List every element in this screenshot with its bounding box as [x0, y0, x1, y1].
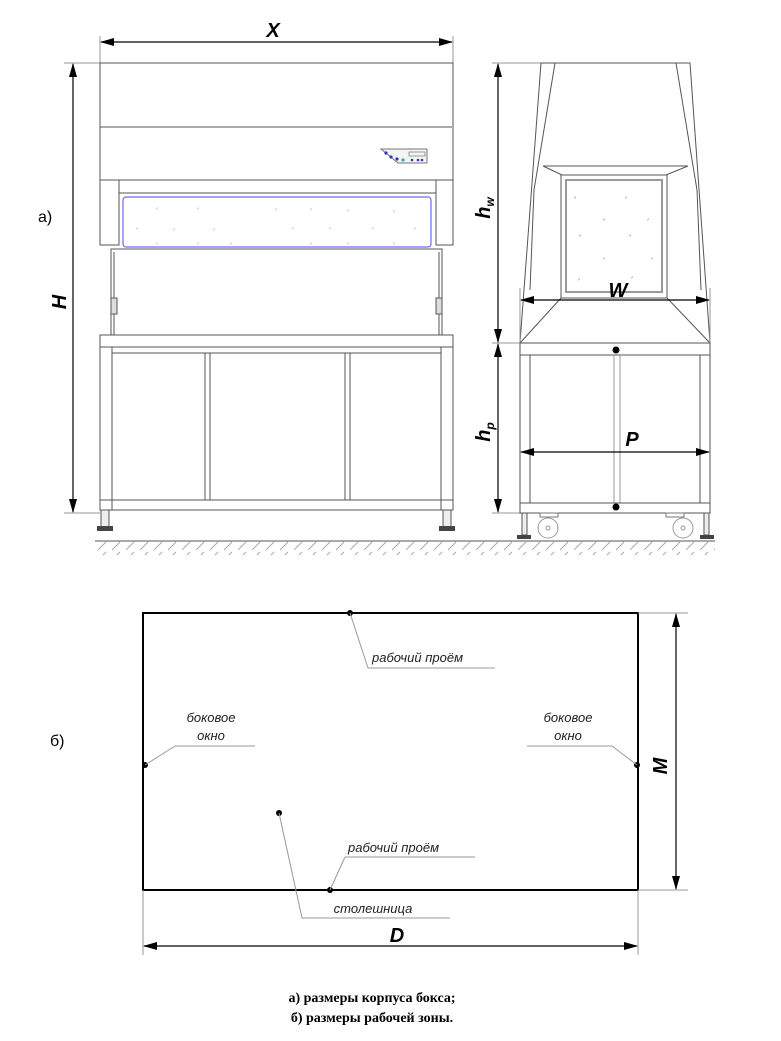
front-sash	[110, 248, 443, 336]
reflection-mark: ⸗	[631, 275, 633, 281]
hw-dimension-label: hw	[473, 197, 497, 219]
note-side-window-left-2: окно	[197, 728, 225, 743]
note-side-window-left-1: боковое	[187, 710, 236, 725]
figure-a-label: а)	[38, 209, 52, 226]
note-side-window-right-2: окно	[554, 728, 582, 743]
caption-line-2: б) размеры рабочей зоны.	[291, 1011, 453, 1026]
note-work-opening-bottom: рабочий проём	[347, 840, 439, 855]
reflection-mark: ⸗	[173, 227, 175, 233]
reflection-mark: ⸗	[578, 277, 580, 283]
reflection-mark: ⸗	[156, 241, 158, 247]
d-dimension-label: D	[390, 925, 404, 947]
reflection-mark: ⸗	[197, 241, 199, 247]
reflection-mark: ⸗	[310, 241, 312, 247]
reflection-mark: ⸗	[213, 227, 215, 233]
bottom-center-dot	[612, 503, 620, 511]
reflection-mark: ⸗	[197, 206, 199, 212]
reflection-mark: ⸗	[292, 226, 294, 232]
front-stand	[97, 346, 455, 531]
reflection-mark: ⸗	[603, 256, 605, 262]
front-glass-window	[122, 196, 432, 248]
right-handle-icon	[435, 297, 443, 315]
reflection-mark: ⸗	[393, 241, 395, 247]
front-worktop	[99, 334, 454, 348]
right-side-post	[435, 179, 454, 246]
glass-reflection-marks: ⸗ ⸗ ⸗ ⸗ ⸗ ⸗ ⸗ ⸗ ⸗ ⸗ ⸗ ⸗ ⸗ ⸗ ⸗ ⸗ ⸗ ⸗ ⸗	[136, 206, 416, 247]
reflection-mark: ⸗	[574, 195, 576, 201]
left-side-post	[99, 179, 120, 246]
h-dimension-label: H	[49, 294, 71, 309]
reflection-mark: ⸗	[647, 217, 649, 223]
left-handle-icon	[110, 297, 118, 315]
caption-line-1: а) размеры корпуса бокса;	[288, 991, 455, 1006]
x-dimension-label: X	[265, 20, 281, 42]
reflection-mark: ⸗	[347, 208, 349, 214]
reflection-mark: ⸗	[603, 217, 605, 223]
hp-main: h	[473, 430, 495, 442]
reflection-mark: ⸗	[651, 256, 653, 262]
reflection-mark: ⸗	[156, 206, 158, 212]
reflection-mark: ⸗	[136, 226, 138, 232]
floor-hatching	[95, 541, 715, 555]
note-worktop: столешница	[334, 901, 413, 916]
hp-dimension-label: hp	[473, 422, 497, 442]
side-glass-window	[565, 179, 663, 293]
reflection-mark: ⸗	[393, 209, 395, 215]
work-zone-plan: б) M D рабочий проём боковое окно боково…	[50, 610, 688, 955]
casters	[517, 512, 714, 539]
reflection-mark: ⸗	[579, 233, 581, 239]
control-panel	[379, 148, 428, 164]
cabinet-top-housing	[99, 62, 454, 181]
reflection-mark: ⸗	[625, 195, 627, 201]
reflection-mark: ⸗	[230, 241, 232, 247]
reflection-mark: ⸗	[275, 207, 277, 213]
reflection-mark: ⸗	[329, 226, 331, 232]
reflection-mark: ⸗	[629, 233, 631, 239]
worktop-center-dot	[612, 346, 620, 354]
note-work-opening-top: рабочий проём	[371, 650, 463, 665]
side-view: hw hp ⸗⸗⸗⸗⸗⸗⸗⸗⸗⸗ W P	[473, 62, 714, 539]
reflection-mark: ⸗	[347, 241, 349, 247]
reflection-mark: ⸗	[372, 226, 374, 232]
figure-b-label: б)	[50, 733, 65, 750]
hw-subscript: w	[483, 197, 497, 207]
note-side-window-right-1: боковое	[544, 710, 593, 725]
front-view: а) X H ⸗ ⸗ ⸗ ⸗ ⸗ ⸗ ⸗ ⸗ ⸗ ⸗ ⸗ ⸗ ⸗ ⸗ ⸗ ⸗ ⸗ ⸗ ⸗	[38, 20, 715, 555]
hp-subscript: p	[483, 422, 497, 430]
side-glass-reflection-marks: ⸗ ⸗ ⸗ ⸗ ⸗ ⸗ ⸗ ⸗ ⸗ ⸗	[574, 195, 653, 283]
hw-main: h	[473, 207, 495, 219]
p-dimension-label: P	[625, 429, 639, 451]
reflection-mark: ⸗	[310, 207, 312, 213]
m-dimension-label: M	[650, 756, 672, 774]
work-zone-outline	[142, 612, 639, 891]
reflection-mark: ⸗	[414, 226, 416, 232]
w-dimension-label: W	[609, 280, 630, 302]
